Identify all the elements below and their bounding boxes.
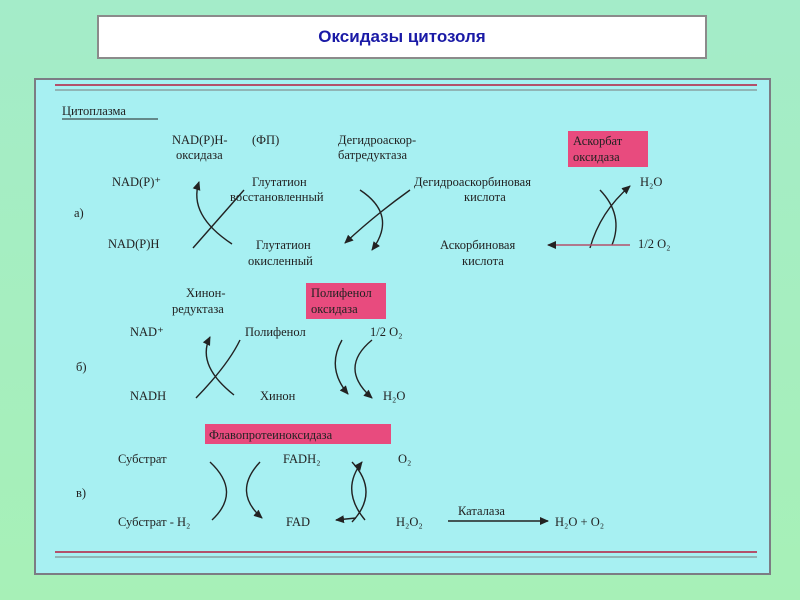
b-enzyme2-line1: Полифенол — [311, 286, 372, 300]
c-enzyme-highlight — [205, 424, 391, 444]
a-dha-line2: кислота — [464, 190, 506, 204]
a-gssg-line2: окисленный — [248, 254, 313, 268]
a-asc-line1: Аскорбиновая — [440, 238, 515, 252]
row-b-tag: б) — [76, 360, 87, 374]
a-arc3-line — [599, 189, 617, 246]
c-catalase: Каталаза — [458, 504, 505, 518]
a-o2: 1/2 O₂ — [638, 237, 670, 251]
page-title: Оксидазы цитозоля — [318, 27, 486, 46]
a-gssg-line1: Глутатион — [256, 238, 311, 252]
a-nadp-ox: NAD(P)⁺ — [112, 175, 161, 189]
diagram-panel — [34, 78, 771, 575]
c-products: H₂O + O₂ — [555, 515, 604, 529]
a-enzyme3-highlight — [568, 131, 648, 167]
b-enzyme1-line1: Хинон- — [186, 286, 226, 300]
b-o2: 1/2 O₂ — [370, 325, 402, 339]
c-arc2-arrow — [351, 461, 366, 521]
a-arc2-arrow-back — [344, 189, 411, 244]
c-enzyme: Флавопротеиноксидаза — [209, 428, 333, 442]
row-a-tag: а) — [74, 206, 84, 220]
c-fad: FAD — [286, 515, 310, 529]
c-substrate-h2: Субстрат - H₂ — [118, 515, 190, 529]
c-substrate: Субстрат — [118, 452, 167, 466]
a-arc1-line — [192, 189, 245, 249]
b-nad-ox: NAD⁺ — [130, 325, 164, 339]
b-enzyme2-line2: оксидаза — [311, 302, 358, 316]
a-nadp-red: NAD(P)H — [108, 237, 159, 251]
b-nadh: NADH — [130, 389, 166, 403]
a-asc-line2: кислота — [462, 254, 504, 268]
b-quinone: Хинон — [260, 389, 296, 403]
a-enzyme2-line1: Дегидроаскор- — [338, 133, 416, 147]
b-arc2-arrow — [334, 339, 349, 395]
c-fad-arrow — [335, 515, 357, 524]
b-enzyme2-highlight — [306, 283, 386, 319]
c-o2: O₂ — [398, 452, 411, 466]
c-fadh2: FADH₂ — [283, 452, 320, 466]
b-arc1-line — [195, 339, 241, 399]
c-h2o2: H₂O₂ — [396, 515, 423, 529]
c-arc1-line — [209, 461, 228, 521]
a-arc1-arrow — [192, 181, 233, 245]
b-h2o: H₂O — [383, 389, 405, 403]
a-h2o: H₂O — [640, 175, 662, 189]
section-label: Цитоплазма — [62, 104, 126, 118]
a-enzyme3-line1: Аскорбат — [573, 134, 623, 148]
b-enzyme1-line2: редуктаза — [172, 302, 224, 316]
b-arc2-arrow-2 — [354, 339, 373, 399]
a-enzyme1-line1: NAD(P)H- — [172, 133, 228, 147]
c-arc1-arrow — [245, 461, 263, 519]
a-enzyme2-line2: батредуктаза — [338, 148, 407, 162]
a-arc2-arrow — [359, 189, 384, 251]
c-arc2-line — [351, 461, 367, 523]
b-arc1-arrow — [202, 336, 235, 396]
row-c-tag: в) — [76, 486, 86, 500]
b-polyphenol: Полифенол — [245, 325, 306, 339]
a-gsh-line2: восстановленный — [230, 190, 324, 204]
a-enzyme3-line2: оксидаза — [573, 150, 620, 164]
a-dha-line1: Дегидроаскорбиновая — [414, 175, 531, 189]
a-gsh-line1: Глутатион — [252, 175, 307, 189]
a-enzyme1-fp: (ФП) — [252, 133, 279, 147]
a-enzyme1-line2: оксидаза — [176, 148, 223, 162]
title-box: Оксидазы цитозоля — [97, 15, 707, 59]
a-arc3-arrow — [589, 185, 631, 249]
